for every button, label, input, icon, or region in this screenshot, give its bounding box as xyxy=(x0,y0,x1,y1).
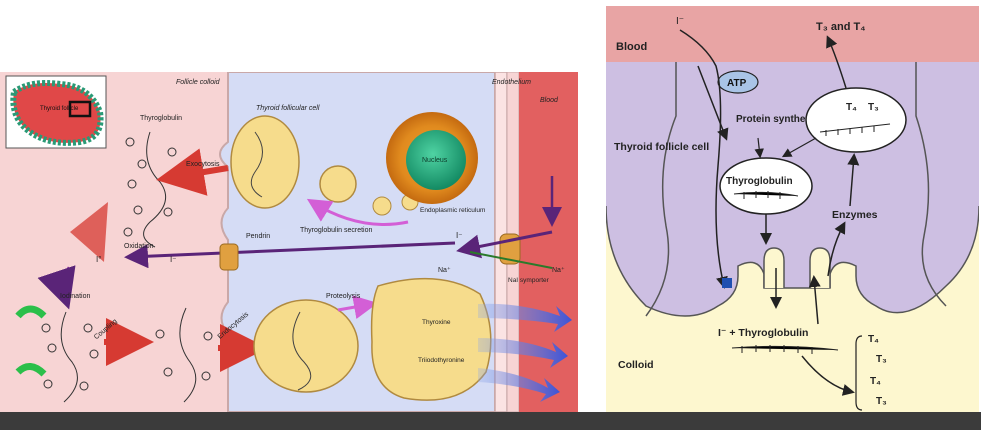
thyroid-follicular-cell-label: Thyroid follicular cell xyxy=(256,105,320,112)
t3-label: T₃ xyxy=(868,102,879,113)
thyroid-hormone-synthesis-detail-diagram: Thyroid follicle Follicle colloid Thyroi… xyxy=(0,72,578,412)
iodide-left-label: I⁻ xyxy=(456,231,462,240)
pendrin-label: Pendrin xyxy=(246,233,270,240)
thyroglobulin-label: Thyroglobulin xyxy=(140,115,182,122)
iodide-top-label: I⁻ xyxy=(676,16,684,27)
exocytosis-vesicle xyxy=(231,116,299,208)
iodide-oxidized-label: I° xyxy=(96,255,101,264)
colloid-label: Colloid xyxy=(618,359,654,371)
er-label: Endoplasmic reticulum xyxy=(420,207,485,214)
blood-label: Blood xyxy=(616,41,647,53)
oxidation-label: Oxidation xyxy=(124,243,154,250)
t4-a-label: T₄ xyxy=(868,334,879,345)
blood-label: Blood xyxy=(540,97,559,104)
thyroglobulin-box-label: Thyroglobulin xyxy=(726,176,793,187)
thyroid-follicle-cell-label: Thyroid follicle cell xyxy=(614,141,709,153)
exocytosis-label: Exocytosis xyxy=(186,161,220,168)
t3-b-label: T₃ xyxy=(876,396,887,407)
enzymes-label: Enzymes xyxy=(832,209,878,221)
iodide-channel xyxy=(722,278,732,288)
atp-label: ATP xyxy=(727,78,747,89)
thyroid-hormone-synthesis-schematic: Blood I⁻ T₃ and T₄ ATP Protein synthesis… xyxy=(606,6,979,412)
slide-bottom-bar xyxy=(0,412,981,430)
na-left-label: Na⁺ xyxy=(438,266,451,274)
secretory-vesicle xyxy=(373,197,391,215)
pendrin-channel xyxy=(220,244,238,270)
iodide-thyroglobulin-label: I⁻ + Thyroglobulin xyxy=(718,327,808,339)
svg-text:Thyroid follicle: Thyroid follicle xyxy=(40,106,79,112)
triiodothyronine-label: Triiodothyronine xyxy=(418,357,465,364)
blood-vessel xyxy=(519,72,578,412)
hormone-storage-vesicle xyxy=(806,88,906,152)
proteolysis-label: Proteolysis xyxy=(326,293,361,300)
iodide-mid-label: I⁻ xyxy=(170,255,176,264)
secretory-vesicle xyxy=(320,166,356,202)
endothelium-label: Endothelium xyxy=(492,79,531,86)
na-right-label: Na⁺ xyxy=(552,266,565,274)
t4-label: T₄ xyxy=(846,102,857,113)
thyroglobulin-secretion-label: Thyroglobulin secretion xyxy=(300,227,372,234)
t4-b-label: T₄ xyxy=(870,376,881,387)
follicle-colloid-label: Follicle colloid xyxy=(176,79,221,86)
phagolysosome xyxy=(372,279,491,401)
t3-a-label: T₃ xyxy=(876,354,887,365)
microvillus xyxy=(810,248,830,288)
endocytic-vesicle xyxy=(254,300,358,392)
nai-symporter-label: NaI symporter xyxy=(508,277,550,284)
microvillus xyxy=(764,248,784,288)
thyroxine-label: Thyroxine xyxy=(422,319,451,326)
t3-t4-top-label: T₃ and T₄ xyxy=(816,21,865,33)
blood-region xyxy=(606,6,979,62)
thyroid-follicle-inset: Thyroid follicle xyxy=(6,76,106,148)
nucleus-label: Nucleus xyxy=(422,157,448,164)
iodination-label: Iodination xyxy=(60,293,90,300)
